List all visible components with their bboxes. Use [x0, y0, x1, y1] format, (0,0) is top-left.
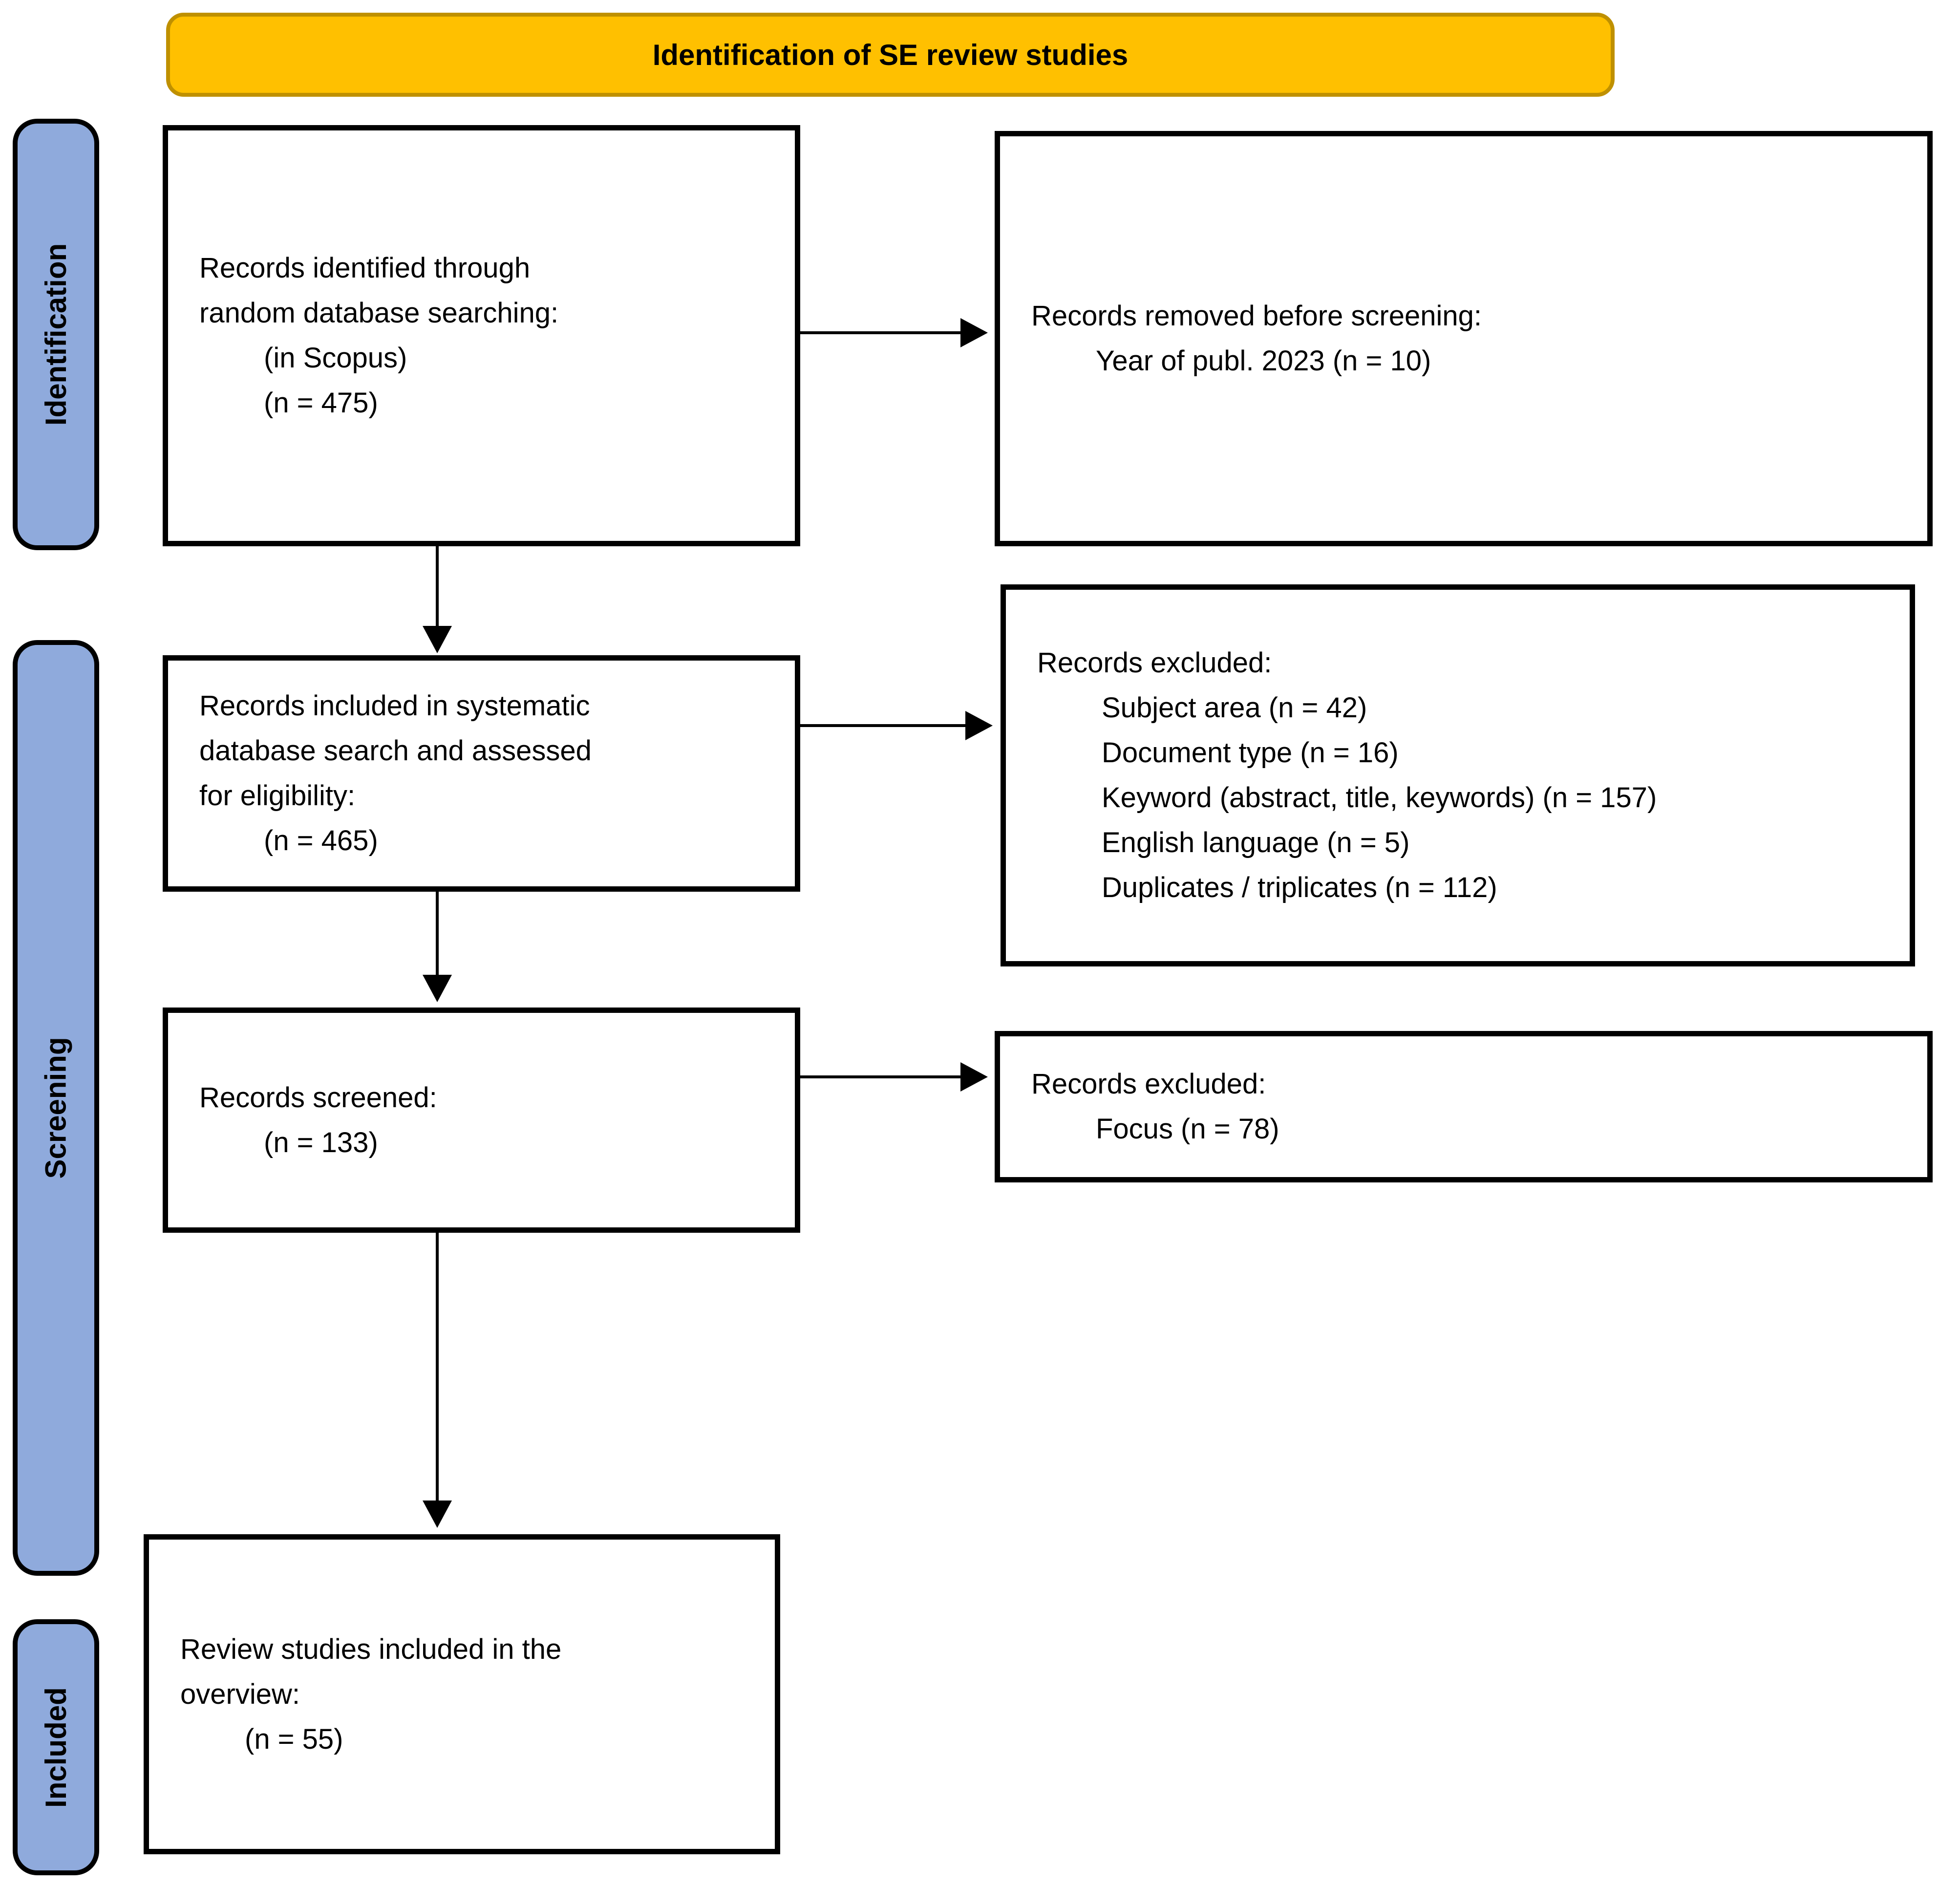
box-records-screened: Records screened: (n = 133) — [163, 1008, 800, 1233]
box-records-excluded-eligibility-line: Keyword (abstract, title, keywords) (n =… — [1102, 782, 1657, 814]
box-records-removed-line: Year of publ. 2023 (n = 10) — [1096, 345, 1431, 377]
box-records-included-search-line: (n = 465) — [264, 825, 378, 857]
stage-label-included: Included — [13, 1619, 99, 1875]
arrow-right-3-line — [800, 1075, 961, 1078]
arrow-down-1-head-icon — [423, 626, 452, 653]
box-records-screened-line: Records screened: — [199, 1081, 437, 1114]
box-review-studies-included-line: (n = 55) — [245, 1723, 343, 1755]
stage-label-identification-text: Identification — [40, 243, 72, 426]
box-records-screened-line: (n = 133) — [264, 1126, 378, 1158]
box-records-identified-line: (in Scopus) — [264, 342, 407, 374]
box-records-included-search-line: for eligibility: — [199, 780, 356, 812]
box-records-identified-line: Records identified through — [199, 252, 531, 284]
arrow-right-3-head-icon — [960, 1062, 988, 1092]
box-records-excluded-eligibility-line: Records excluded: — [1037, 647, 1272, 679]
arrow-right-1-head-icon — [960, 318, 988, 347]
arrow-down-2-head-icon — [423, 975, 452, 1002]
diagram-title: Identification of SE review studies — [652, 38, 1129, 71]
box-records-excluded-screening-line: Records excluded: — [1031, 1068, 1266, 1100]
box-records-excluded-eligibility-line: Subject area (n = 42) — [1102, 692, 1367, 724]
arrow-right-1-line — [800, 331, 961, 334]
arrow-right-2-line — [800, 724, 966, 727]
box-records-included-search-line: Records included in systematic — [199, 690, 590, 722]
box-records-excluded-eligibility: Records excluded: Subject area (n = 42) … — [1001, 584, 1915, 966]
box-records-included-search-line: database search and assessed — [199, 735, 592, 767]
box-records-identified-line: (n = 475) — [264, 387, 378, 419]
box-records-excluded-eligibility-line: Duplicates / triplicates (n = 112) — [1102, 872, 1497, 903]
box-records-excluded-screening-line: Focus (n = 78) — [1096, 1113, 1279, 1145]
diagram-title-banner: Identification of SE review studies — [166, 13, 1615, 97]
arrow-down-3-line — [436, 1233, 439, 1502]
arrow-down-3-head-icon — [423, 1501, 452, 1528]
stage-label-screening-text: Screening — [40, 1037, 73, 1179]
stage-label-identification: Identification — [13, 119, 99, 550]
box-records-removed-line: Records removed before screening: — [1031, 300, 1482, 332]
box-records-included-search: Records included in systematic database … — [163, 655, 800, 892]
stage-label-screening: Screening — [13, 640, 99, 1576]
box-review-studies-included-line: Review studies included in the — [180, 1633, 562, 1665]
arrow-down-1-line — [436, 546, 439, 628]
box-records-identified-line: random database searching: — [199, 297, 559, 329]
box-review-studies-included: Review studies included in the overview:… — [144, 1534, 780, 1854]
box-records-identified: Records identified through random databa… — [163, 125, 800, 546]
arrow-down-2-line — [436, 892, 439, 977]
box-records-excluded-screening: Records excluded: Focus (n = 78) — [995, 1031, 1933, 1182]
stage-label-included-text: Included — [40, 1687, 72, 1808]
arrow-right-2-head-icon — [965, 711, 993, 740]
box-records-excluded-eligibility-line: English language (n = 5) — [1102, 827, 1410, 858]
box-records-removed-before-screening: Records removed before screening: Year o… — [995, 131, 1933, 546]
box-records-excluded-eligibility-line: Document type (n = 16) — [1102, 737, 1399, 769]
box-review-studies-included-line: overview: — [180, 1678, 300, 1710]
